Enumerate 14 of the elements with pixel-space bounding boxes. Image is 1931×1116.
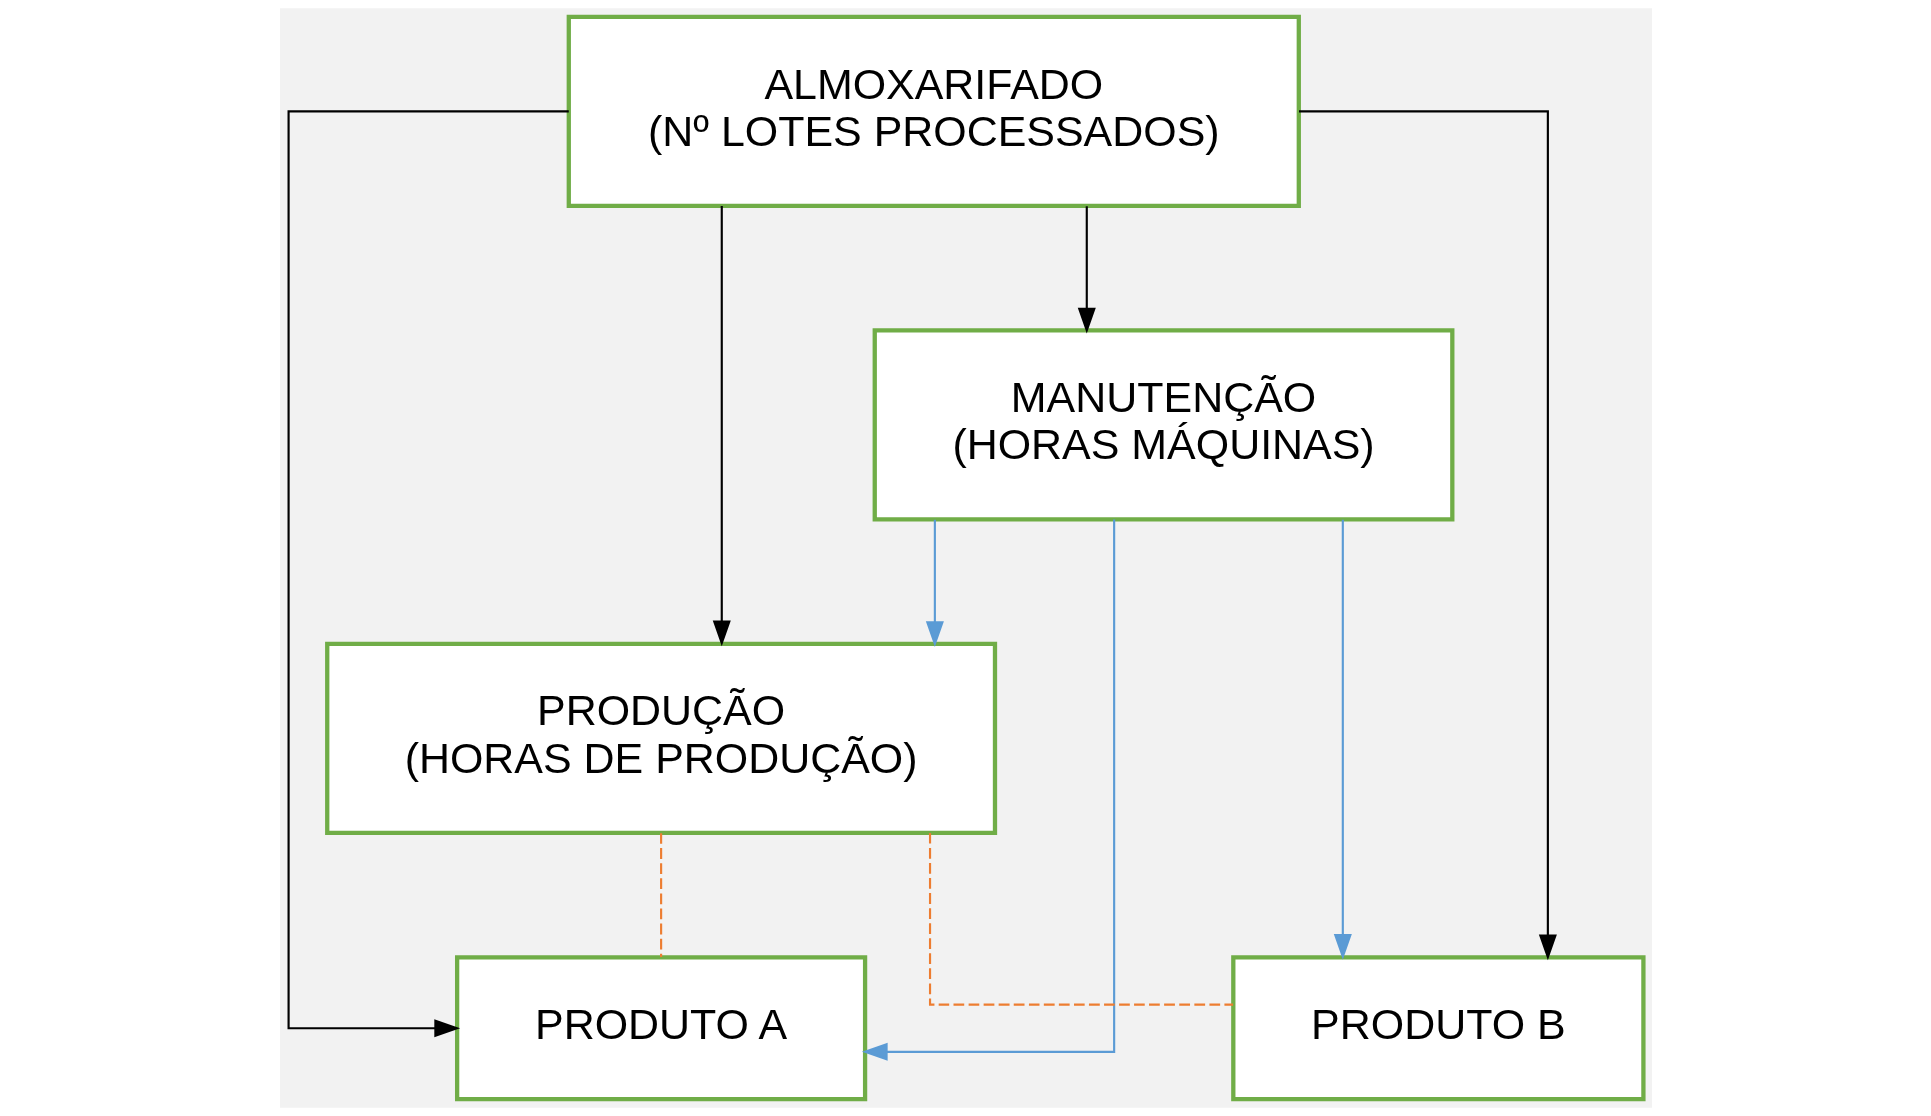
node-box: PRODUÇÃO (HORAS DE PRODUÇÃO)	[324, 641, 997, 835]
node-box: ALMOXARIFADO (Nº LOTES PROCESSADOS)	[566, 14, 1301, 208]
arrow	[1333, 519, 1352, 960]
arrow	[861, 519, 1115, 1061]
arrow	[925, 519, 944, 648]
node-box: PRODUTO A	[454, 955, 867, 1102]
arrow	[1298, 110, 1557, 961]
node-box: PRODUTO B	[1230, 955, 1646, 1102]
node-box: MANUTENÇÃO (HORAS MÁQUINAS)	[872, 328, 1454, 522]
arrow	[712, 205, 731, 647]
connector	[928, 833, 1233, 1006]
arrow	[1077, 206, 1096, 334]
connector	[659, 833, 662, 957]
arrow	[287, 110, 569, 1038]
